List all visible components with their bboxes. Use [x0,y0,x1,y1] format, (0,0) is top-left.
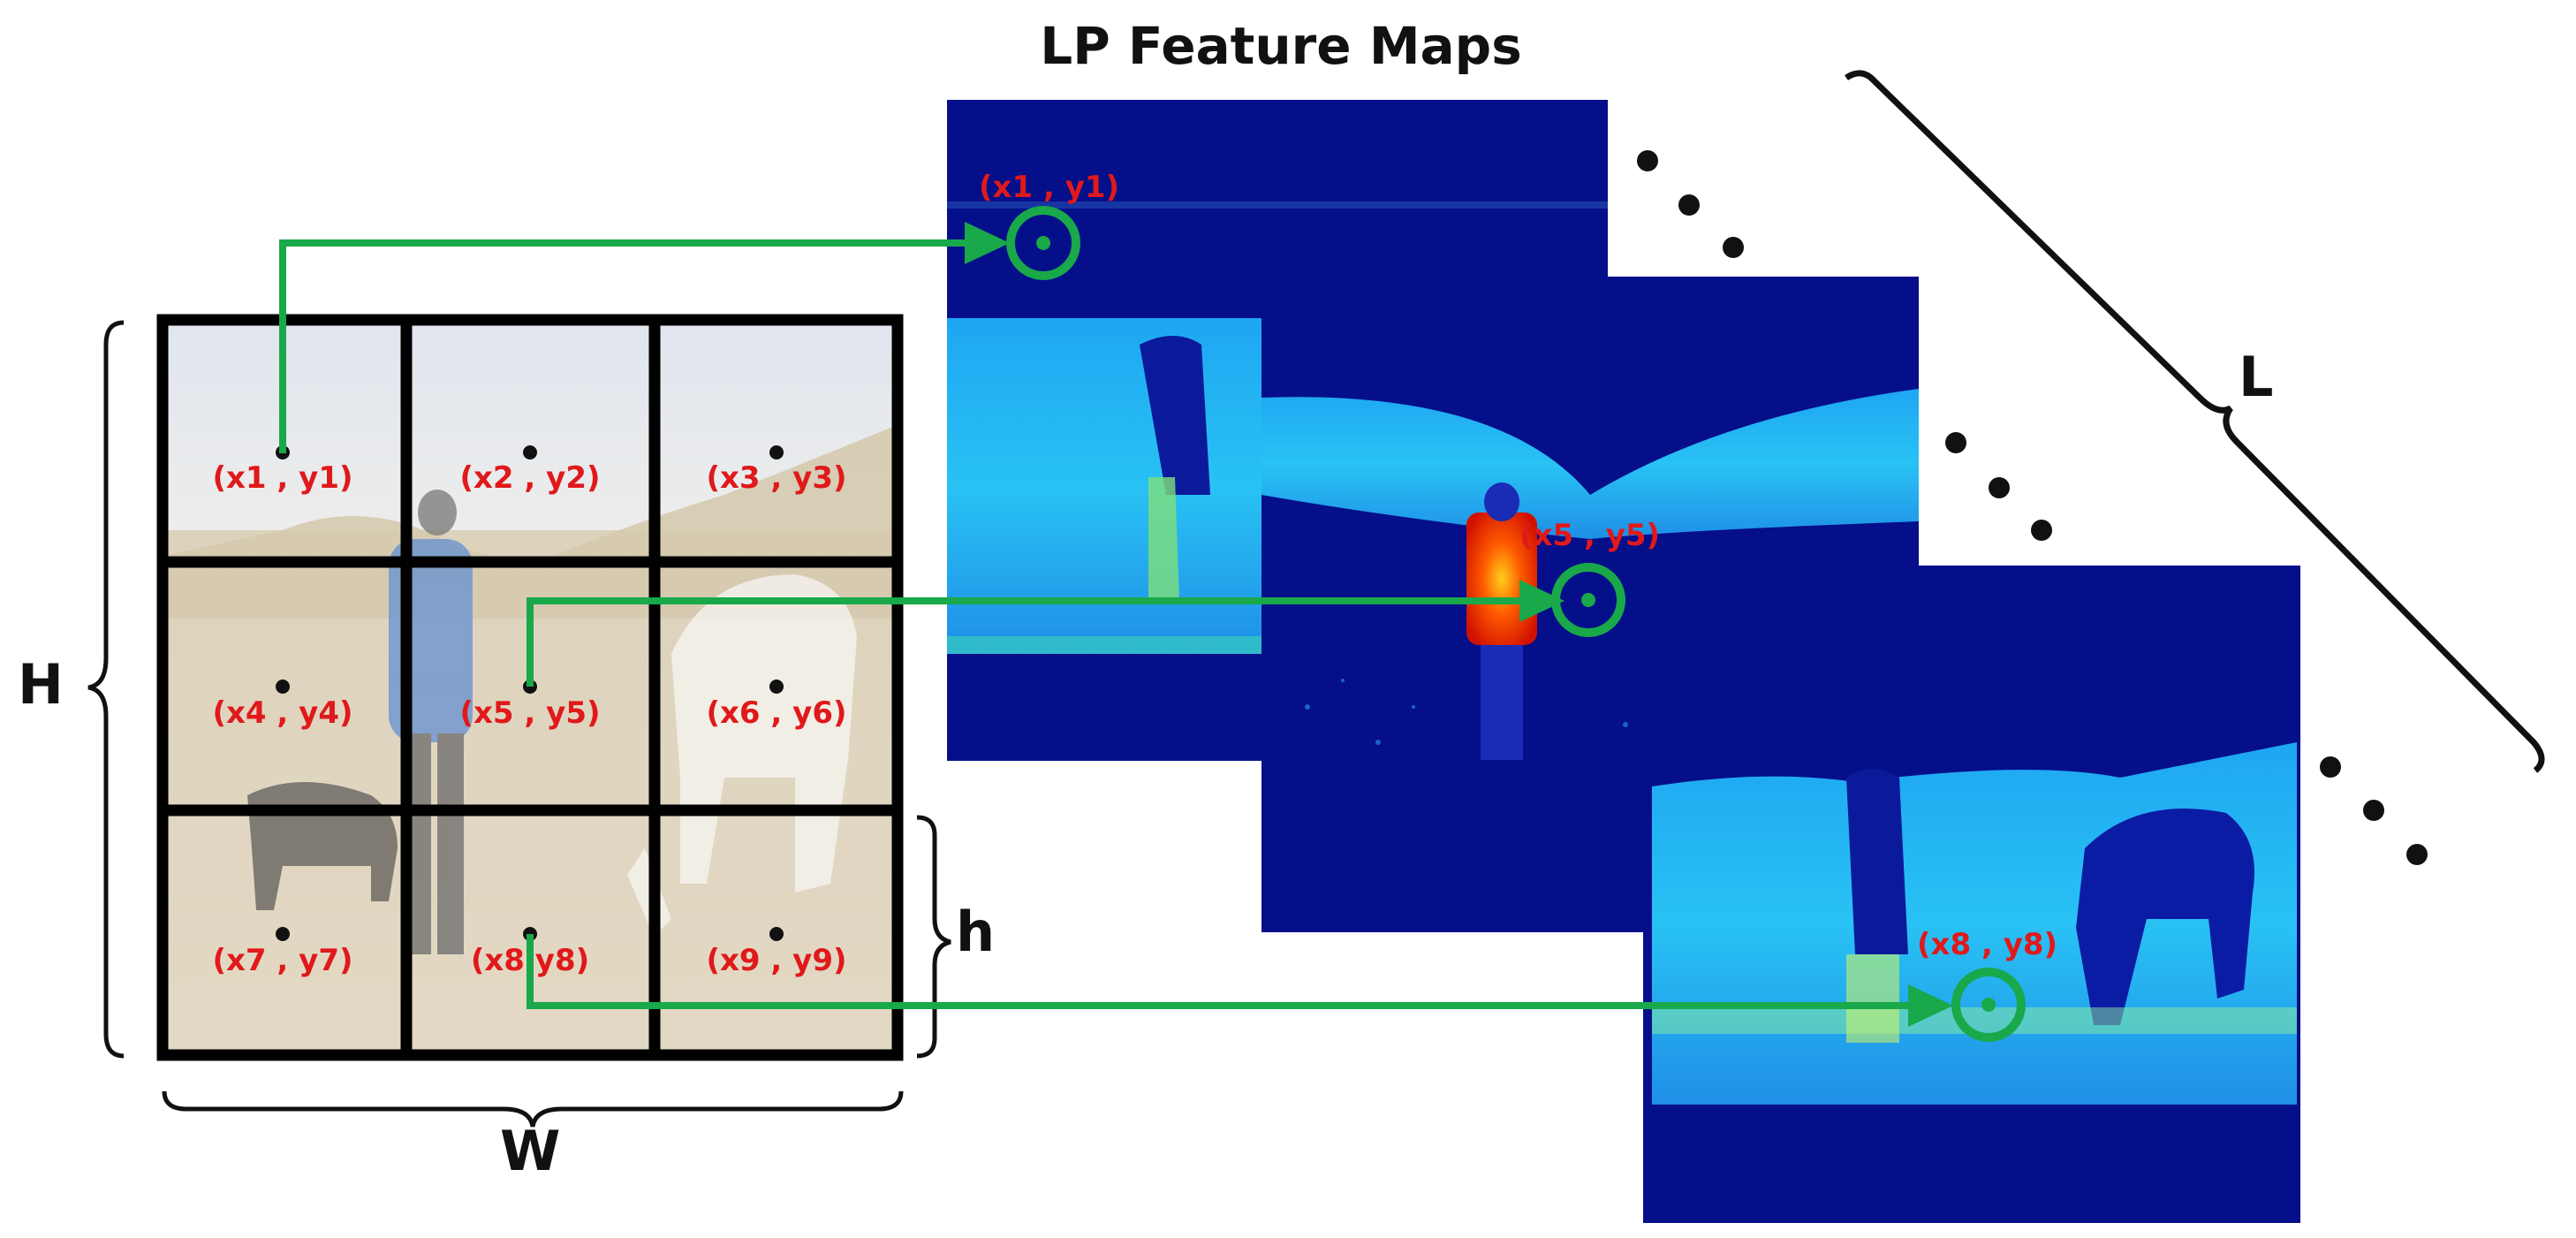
cell-label-6: (x6 , y6) [706,695,846,731]
cell-dot-7 [276,927,290,941]
ellipsis-dots-2 [1945,432,2052,541]
cell-label-1: (x1 , y1) [212,460,352,496]
cell-dot-2 [523,445,537,460]
arrow-head-2 [1519,580,1565,622]
h-brace [916,815,951,1059]
H-label: H [18,652,64,717]
feature-map-labels: (x1 , y1) (x5 , y5) (x8 , y8) [979,170,2057,962]
cell-dot-3 [769,445,784,460]
W-label: W [500,1119,561,1183]
fmap-label-3: (x8 , y8) [1917,927,2057,962]
cell-label-4: (x4 , y4) [212,695,352,731]
cell-label-2: (x2 , y2) [459,460,600,496]
arrow-cell5 [527,597,1528,687]
L-label: L [2239,345,2274,409]
fmap-label-1: (x1 , y1) [979,170,1119,205]
cell-label-3: (x3 , y3) [706,460,846,496]
arrow-cell1 [279,239,982,453]
H-brace [87,320,125,1059]
arrow-head-1 [965,222,1010,264]
arrow-cell8 [527,934,1908,1009]
arrow-head-3 [1908,984,1953,1027]
grid-lines [156,314,904,1061]
ellipsis-dots-1 [1637,150,1744,258]
cell-dot-4 [276,680,290,694]
cell-dot-9 [769,927,784,941]
target-circles [1006,206,2026,1042]
L-brace [1845,70,2545,773]
ellipsis-dots-3 [2320,756,2428,865]
W-brace [162,1090,904,1128]
mapping-arrows [279,222,1953,1027]
feature-map-3 [1643,566,2300,1223]
cell-dot-6 [769,680,784,694]
cell-label-9: (x9 , y9) [706,943,846,978]
cell-label-7: (x7 , y7) [212,943,352,978]
diagram-title: LP Feature Maps [1040,16,1522,76]
h-label: h [956,900,996,964]
fmap-label-2: (x5 , y5) [1519,518,1660,553]
cell-label-5: (x5 , y5) [459,695,600,731]
